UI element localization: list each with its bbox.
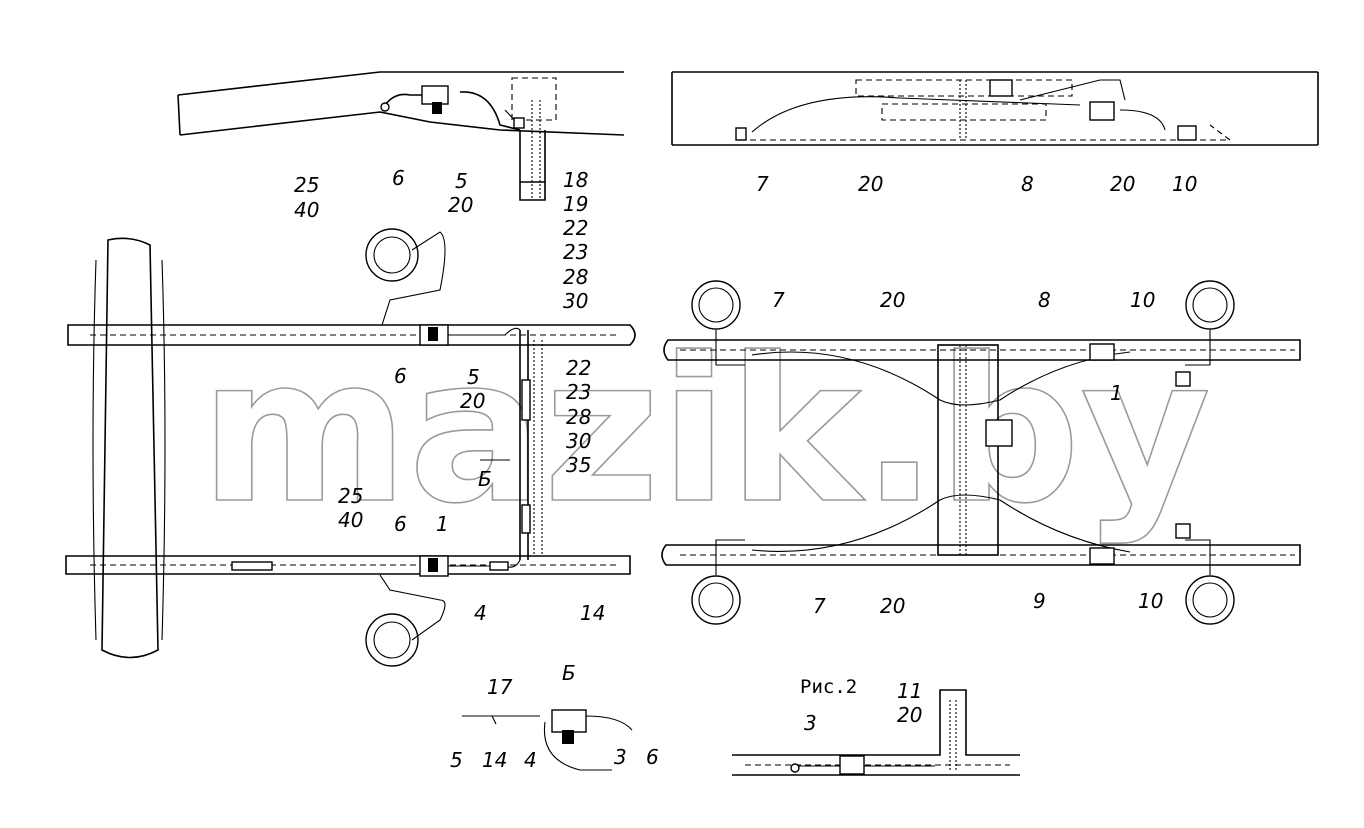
label-l-25: 25 bbox=[338, 484, 363, 508]
label-l-22: 22 bbox=[566, 356, 591, 380]
label-tr-8: 8 bbox=[1021, 172, 1034, 196]
wheel-bottom-left bbox=[691, 575, 741, 625]
label-r-10b: 10 bbox=[1138, 589, 1163, 613]
label-l-40: 40 bbox=[338, 508, 363, 532]
label-r-20: 20 bbox=[880, 288, 905, 312]
top-right-view bbox=[671, 71, 1319, 146]
label-b-4: 4 bbox=[524, 748, 537, 772]
label-l-1: 1 bbox=[436, 512, 449, 536]
label-r-7b: 7 bbox=[813, 594, 826, 618]
label-tl-30: 30 bbox=[563, 289, 588, 313]
label-r-8: 8 bbox=[1038, 288, 1051, 312]
label-tl-25: 25 bbox=[294, 173, 319, 197]
label-b-6: 6 bbox=[646, 745, 659, 769]
label-r-7: 7 bbox=[772, 288, 785, 312]
label-p-11: 11 bbox=[897, 679, 922, 703]
label-p-3: 3 bbox=[804, 711, 817, 735]
label-b-3: 3 bbox=[614, 745, 627, 769]
label-r-9: 9 bbox=[1033, 589, 1046, 613]
view-marker: Б bbox=[478, 467, 492, 491]
label-tr-20b: 20 bbox=[1110, 172, 1135, 196]
wheel-top-right bbox=[1185, 280, 1235, 330]
label-tr-20a: 20 bbox=[858, 172, 883, 196]
section-b-detail bbox=[462, 709, 633, 771]
label-r-10: 10 bbox=[1130, 288, 1155, 312]
label-l-20: 20 bbox=[460, 389, 485, 413]
label-p-20: 20 bbox=[897, 703, 922, 727]
label-l-30: 30 bbox=[566, 429, 591, 453]
label-tr-7: 7 bbox=[756, 172, 769, 196]
label-l-35: 35 bbox=[566, 453, 591, 477]
label-l-14: 14 bbox=[580, 601, 605, 625]
wheel-top-left bbox=[691, 280, 741, 330]
label-l-6: 6 bbox=[394, 364, 407, 388]
label-tl-5: 5 bbox=[455, 169, 468, 193]
label-l-23: 23 bbox=[566, 380, 591, 404]
section-title: Б bbox=[562, 661, 576, 685]
label-tl-23: 23 bbox=[563, 240, 588, 264]
label-l-28: 28 bbox=[566, 405, 591, 429]
label-tr-10: 10 bbox=[1172, 172, 1197, 196]
label-b-17: 17 bbox=[487, 675, 513, 699]
label-tl-19: 19 bbox=[563, 192, 588, 216]
fig-caption: Рис.2 bbox=[800, 676, 857, 698]
label-b-5: 5 bbox=[450, 748, 463, 772]
fig2-detail bbox=[732, 689, 1020, 776]
label-tl-20: 20 bbox=[448, 193, 473, 217]
label-l-5: 5 bbox=[467, 365, 480, 389]
label-r-20b: 20 bbox=[880, 594, 905, 618]
left-main-view bbox=[65, 228, 636, 667]
label-tl-18: 18 bbox=[563, 168, 588, 192]
label-tl-40: 40 bbox=[294, 198, 319, 222]
labels: 6 5 20 25 40 18 19 22 23 28 30 6 5 20 22… bbox=[294, 166, 1197, 772]
label-tl-22: 22 bbox=[563, 216, 588, 240]
label-b-14: 14 bbox=[482, 748, 507, 772]
label-tl-28: 28 bbox=[563, 265, 588, 289]
wheel-bottom-right bbox=[1185, 575, 1235, 625]
label-tl-6: 6 bbox=[392, 166, 405, 190]
watermark: mazik.by bbox=[200, 315, 1211, 548]
label-l-6b: 6 bbox=[394, 512, 407, 536]
right-main-view bbox=[661, 280, 1301, 625]
top-left-view bbox=[177, 71, 625, 201]
label-l-4: 4 bbox=[474, 601, 487, 625]
label-r-1: 1 bbox=[1110, 381, 1123, 405]
